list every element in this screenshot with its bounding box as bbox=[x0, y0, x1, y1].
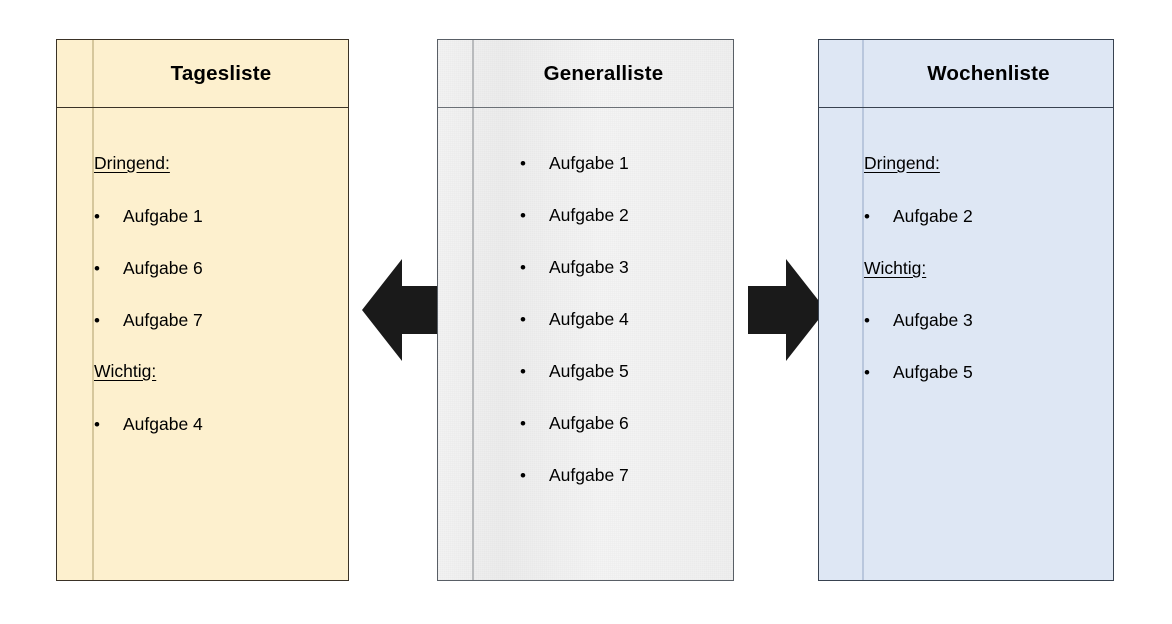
list-item-label: Aufgabe 7 bbox=[549, 465, 629, 485]
bullet-icon: • bbox=[94, 415, 100, 434]
bullet-icon: • bbox=[520, 466, 526, 485]
list-item[interactable]: • Aufgabe 3 bbox=[864, 310, 973, 331]
panel-generalliste-header-gutter-rule bbox=[472, 40, 474, 107]
arrow-to-wochenliste-icon bbox=[748, 255, 826, 365]
list-item-label: Aufgabe 6 bbox=[123, 258, 203, 278]
panel-generalliste-title-wrap: Generalliste bbox=[474, 40, 733, 107]
panel-tagesliste-body-gutter-rule bbox=[92, 108, 94, 580]
bullet-icon: • bbox=[94, 207, 100, 226]
panel-wochenliste-content: Dringend: • Aufgabe 2 Wichtig: • Aufgabe… bbox=[864, 108, 1113, 580]
panel-generalliste-header: Generalliste bbox=[438, 40, 733, 108]
panel-tagesliste-content: Dringend: • Aufgabe 1 • Aufgabe 6 • Aufg… bbox=[94, 108, 348, 580]
arrow-to-tagesliste-icon bbox=[362, 255, 440, 365]
list-item[interactable]: • Aufgabe 2 bbox=[864, 206, 973, 227]
group-label-wichtig: Wichtig: bbox=[94, 361, 157, 381]
list-item[interactable]: • Aufgabe 1 bbox=[94, 206, 203, 227]
panel-wochenliste[interactable]: Wochenliste Dringend: • Aufgabe 2 Wichti… bbox=[818, 39, 1114, 581]
list-item[interactable]: • Aufgabe 4 bbox=[94, 414, 203, 435]
bullet-icon: • bbox=[94, 259, 100, 278]
panel-tagesliste-body: Dringend: • Aufgabe 1 • Aufgabe 6 • Aufg… bbox=[57, 108, 348, 580]
list-item[interactable]: • Aufgabe 1 bbox=[520, 153, 629, 174]
bullet-icon: • bbox=[520, 414, 526, 433]
list-item-label: Aufgabe 6 bbox=[549, 413, 629, 433]
list-item[interactable]: • Aufgabe 6 bbox=[94, 258, 203, 279]
panel-tagesliste-title-wrap: Tagesliste bbox=[94, 40, 348, 107]
bullet-icon: • bbox=[520, 154, 526, 173]
list-item-label: Aufgabe 5 bbox=[893, 362, 973, 382]
bullet-icon: • bbox=[94, 311, 100, 330]
group-label-wichtig: Wichtig: bbox=[864, 258, 927, 278]
panel-wochenliste-body: Dringend: • Aufgabe 2 Wichtig: • Aufgabe… bbox=[819, 108, 1113, 580]
list-item-label: Aufgabe 5 bbox=[549, 361, 629, 381]
list-item-label: Aufgabe 2 bbox=[549, 205, 629, 225]
group-label-dringend: Dringend: bbox=[94, 153, 170, 173]
list-item-label: Aufgabe 4 bbox=[123, 414, 203, 434]
panel-tagesliste[interactable]: Tagesliste Dringend: • Aufgabe 1 • Aufga… bbox=[56, 39, 349, 581]
bullet-icon: • bbox=[520, 310, 526, 329]
list-item-label: Aufgabe 1 bbox=[123, 206, 203, 226]
list-item[interactable]: • Aufgabe 7 bbox=[94, 310, 203, 331]
list-item[interactable]: • Aufgabe 6 bbox=[520, 413, 629, 434]
bullet-icon: • bbox=[520, 258, 526, 277]
list-item[interactable]: • Aufgabe 4 bbox=[520, 309, 629, 330]
bullet-icon: • bbox=[520, 362, 526, 381]
list-item[interactable]: • Aufgabe 7 bbox=[520, 465, 629, 486]
list-item-label: Aufgabe 4 bbox=[549, 309, 629, 329]
panel-generalliste-content: • Aufgabe 1 • Aufgabe 2 • Aufgabe 3 • Au… bbox=[474, 108, 733, 580]
panel-tagesliste-title: Tagesliste bbox=[170, 61, 272, 85]
list-item-label: Aufgabe 3 bbox=[549, 257, 629, 277]
group-label-dringend: Dringend: bbox=[864, 153, 940, 173]
list-item[interactable]: • Aufgabe 5 bbox=[520, 361, 629, 382]
panel-tagesliste-header-gutter-rule bbox=[92, 40, 94, 107]
list-item-label: Aufgabe 7 bbox=[123, 310, 203, 330]
bullet-icon: • bbox=[864, 311, 870, 330]
panel-generalliste-body-gutter-rule bbox=[472, 108, 474, 580]
list-item[interactable]: • Aufgabe 2 bbox=[520, 205, 629, 226]
panel-generalliste-title: Generalliste bbox=[543, 61, 664, 85]
bullet-icon: • bbox=[864, 363, 870, 382]
panel-wochenliste-body-gutter-rule bbox=[862, 108, 864, 580]
panel-wochenliste-header: Wochenliste bbox=[819, 40, 1113, 108]
panel-generalliste[interactable]: Generalliste • Aufgabe 1 • Aufgabe 2 • A… bbox=[437, 39, 734, 581]
list-item-label: Aufgabe 1 bbox=[549, 153, 629, 173]
bullet-icon: • bbox=[864, 207, 870, 226]
panel-wochenliste-header-gutter-rule bbox=[862, 40, 864, 107]
list-item-label: Aufgabe 2 bbox=[893, 206, 973, 226]
bullet-icon: • bbox=[520, 206, 526, 225]
panel-wochenliste-title-wrap: Wochenliste bbox=[864, 40, 1113, 107]
list-item-label: Aufgabe 3 bbox=[893, 310, 973, 330]
panel-generalliste-body: • Aufgabe 1 • Aufgabe 2 • Aufgabe 3 • Au… bbox=[438, 108, 733, 580]
list-item[interactable]: • Aufgabe 5 bbox=[864, 362, 973, 383]
panel-tagesliste-header: Tagesliste bbox=[57, 40, 348, 108]
panel-wochenliste-title: Wochenliste bbox=[927, 61, 1050, 85]
list-item[interactable]: • Aufgabe 3 bbox=[520, 257, 629, 278]
